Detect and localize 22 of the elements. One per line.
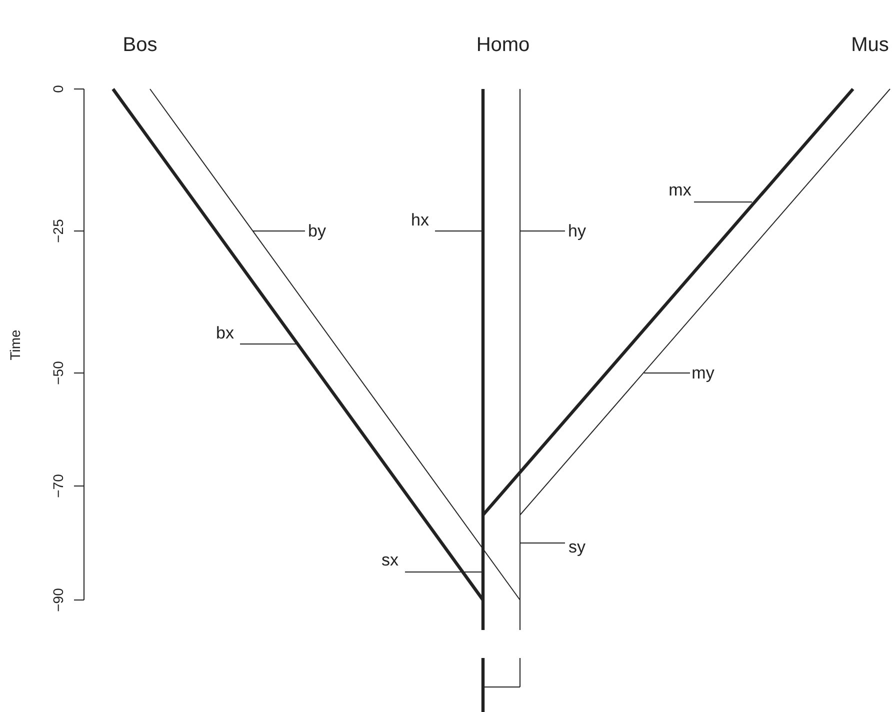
branch-label: by xyxy=(308,222,326,240)
tick-label: −90 xyxy=(51,588,65,612)
taxon-label: Bos xyxy=(122,35,158,55)
axis-title: Time xyxy=(8,330,22,360)
tick-label: −50 xyxy=(51,361,65,385)
branch-label: bx xyxy=(216,324,234,342)
leader-line xyxy=(644,372,690,374)
tick-label: −70 xyxy=(51,474,65,498)
branch-label: my xyxy=(692,364,714,382)
leader-line xyxy=(520,542,566,544)
tick-label: 0 xyxy=(51,85,65,93)
leader-line xyxy=(434,230,484,232)
branch-label: hx xyxy=(411,212,429,228)
branch-label: mx xyxy=(668,182,692,198)
taxon-label: Homo xyxy=(476,35,530,55)
leader-line xyxy=(520,230,566,232)
taxon-label: Mus xyxy=(851,35,889,55)
branch-label: sx xyxy=(382,552,398,568)
leader-line xyxy=(252,230,306,232)
branch-label: sy xyxy=(568,538,586,556)
tick-label: −25 xyxy=(51,219,65,243)
branch-label: hy xyxy=(568,222,586,240)
